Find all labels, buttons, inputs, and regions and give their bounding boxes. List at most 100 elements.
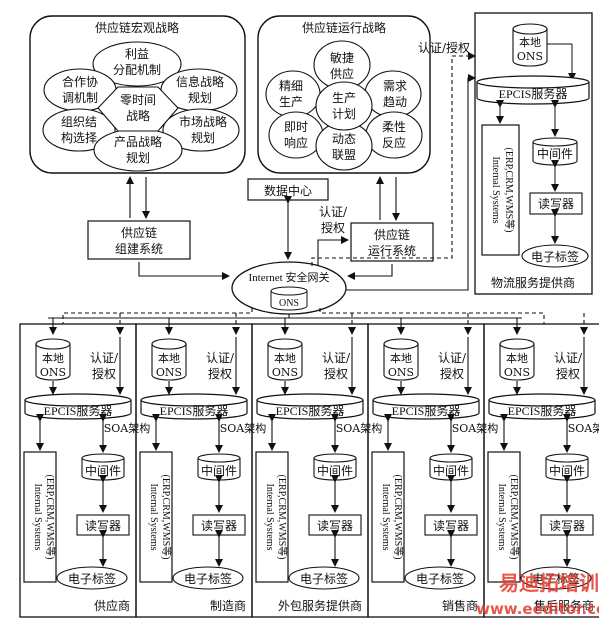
ons-label-1: 本地 <box>274 351 296 365</box>
internal-systems-box: Internal Systems(ERP,CRM,WMS等) <box>255 451 289 583</box>
reader-box: 读写器 <box>308 514 362 536</box>
macro-org-2: 构选择 <box>61 130 97 145</box>
macro-benefit-2: 分配机制 <box>113 63 161 77</box>
erp-label: (ERP,CRM,WMS等) <box>160 474 173 559</box>
logistics-auth-label: 认证/授权 <box>418 40 470 55</box>
epcis-label: EPCIS服务器 <box>160 403 229 418</box>
reader-label: 读写器 <box>317 519 353 533</box>
middleware-cylinder: 中间件 <box>429 453 473 481</box>
reader-box: 读写器 <box>424 514 478 536</box>
epcis-label: EPCIS服务器 <box>508 403 577 418</box>
internal-systems-box: Internal Systems(ERP,CRM,WMS等) <box>487 451 521 583</box>
tag-label: 电子标签 <box>184 571 232 586</box>
svg-text:运行系统: 运行系统 <box>368 244 416 258</box>
logistics-epcis-server: EPCIS服务器 <box>476 75 590 105</box>
middleware-cylinder: 中间件 <box>313 453 357 481</box>
svg-text:数据中心: 数据中心 <box>264 183 312 198</box>
ops-agile-1: 敏捷 <box>330 50 354 65</box>
auth-label-1: 认证/ <box>554 351 583 365</box>
macro-org-1: 组织结 <box>61 115 97 129</box>
epcis-label: EPCIS服务器 <box>276 403 345 418</box>
watermark-text: 易迪拓培训 <box>499 571 599 595</box>
data-center-box: 数据中心 <box>247 178 329 201</box>
ons-label-1: 本地 <box>158 351 180 365</box>
svg-text:读写器: 读写器 <box>538 197 574 211</box>
macro-market-2: 规划 <box>191 130 215 145</box>
ops-alliance-2: 联盟 <box>332 148 356 162</box>
reader-box: 读写器 <box>192 514 246 536</box>
tag-label: 电子标签 <box>68 571 116 586</box>
ons-label-2: ONS <box>272 366 298 379</box>
party-name: 供应商 <box>94 598 130 613</box>
ops-strategy-title: 供应链运行战略 <box>302 20 386 35</box>
logistics-provider-name: 物流服务提供商 <box>491 275 575 290</box>
middleware-cylinder: 中间件 <box>81 453 125 481</box>
ops-demand-1: 需求 <box>383 79 407 93</box>
auth-label-mid-1: 认证/ <box>319 205 348 219</box>
ons-label-2: ONS <box>388 366 414 379</box>
epcis-server: EPCIS服务器 <box>488 393 596 420</box>
build-system-box: 供应链 组建系统 <box>87 220 191 260</box>
svg-text:ONS: ONS <box>517 50 543 63</box>
rfid-tag: 电子标签 <box>288 566 360 590</box>
epcis-label: EPCIS服务器 <box>44 403 113 418</box>
internal-systems-box: Internal Systems(ERP,CRM,WMS等) <box>371 451 405 583</box>
soa-label: SOA架构 <box>104 421 151 435</box>
soa-label: SOA架构 <box>568 421 599 435</box>
ops-lean-1: 精细 <box>279 79 303 93</box>
middleware-cylinder: 中间件 <box>197 453 241 481</box>
gateway-label: Internet 安全网关 <box>249 270 330 284</box>
ons-label-1: 本地 <box>390 351 412 365</box>
macro-coop-2: 调机制 <box>62 91 98 105</box>
watermark-url: www.eeditor.com <box>476 600 599 618</box>
ons-label-2: ONS <box>156 366 182 379</box>
macro-market-1: 市场战略 <box>179 114 227 129</box>
rfid-tag: 电子标签 <box>56 566 128 590</box>
connectors <box>48 52 545 324</box>
auth-label-2: 授权 <box>440 366 464 381</box>
auth-label-1: 认证/ <box>438 351 467 365</box>
svg-text:(ERP,CRM,WMS等): (ERP,CRM,WMS等) <box>503 147 516 232</box>
reader-label: 读写器 <box>201 519 237 533</box>
tag-label: 电子标签 <box>416 571 464 586</box>
auth-label-2: 授权 <box>324 366 348 381</box>
middleware-label: 中间件 <box>85 463 121 478</box>
erp-label: (ERP,CRM,WMS等) <box>508 474 521 559</box>
internal-systems-label: Internal Systems <box>380 484 391 551</box>
reader-label: 读写器 <box>433 519 469 533</box>
macro-product-1: 产品战略 <box>114 134 162 149</box>
middleware-label: 中间件 <box>201 463 237 478</box>
ops-plan-1: 生产 <box>332 91 356 105</box>
middleware-label: 中间件 <box>317 463 353 478</box>
svg-text:组建系统: 组建系统 <box>115 242 163 256</box>
auth-label-2: 授权 <box>92 366 116 381</box>
epcis-label: EPCIS服务器 <box>392 403 461 418</box>
internal-systems-box: Internal Systems(ERP,CRM,WMS等) <box>23 451 57 583</box>
erp-label: (ERP,CRM,WMS等) <box>392 474 405 559</box>
svg-text:供应链: 供应链 <box>121 225 157 240</box>
ops-alliance-1: 动态 <box>332 132 356 146</box>
ops-demand-2: 趋动 <box>383 95 407 109</box>
macro-coop-1: 合作协 <box>62 74 98 89</box>
watermark: 易迪拓培训 www.eeditor.com <box>476 571 599 618</box>
middleware-label: 中间件 <box>433 463 469 478</box>
reader-label: 读写器 <box>85 519 121 533</box>
ops-jit-1: 即时 <box>284 120 308 134</box>
auth-label-1: 认证/ <box>206 351 235 365</box>
auth-label-1: 认证/ <box>90 351 119 365</box>
epcis-server: EPCIS服务器 <box>372 393 480 420</box>
erp-label: (ERP,CRM,WMS等) <box>276 474 289 559</box>
middleware-cylinder: 中间件 <box>545 453 589 481</box>
gateway-ons-cylinder: ONS <box>270 286 308 311</box>
ops-flex-2: 反应 <box>382 135 406 150</box>
party-name: 售后服务商 <box>534 598 594 613</box>
logistics-reader: 读写器 <box>529 192 583 215</box>
